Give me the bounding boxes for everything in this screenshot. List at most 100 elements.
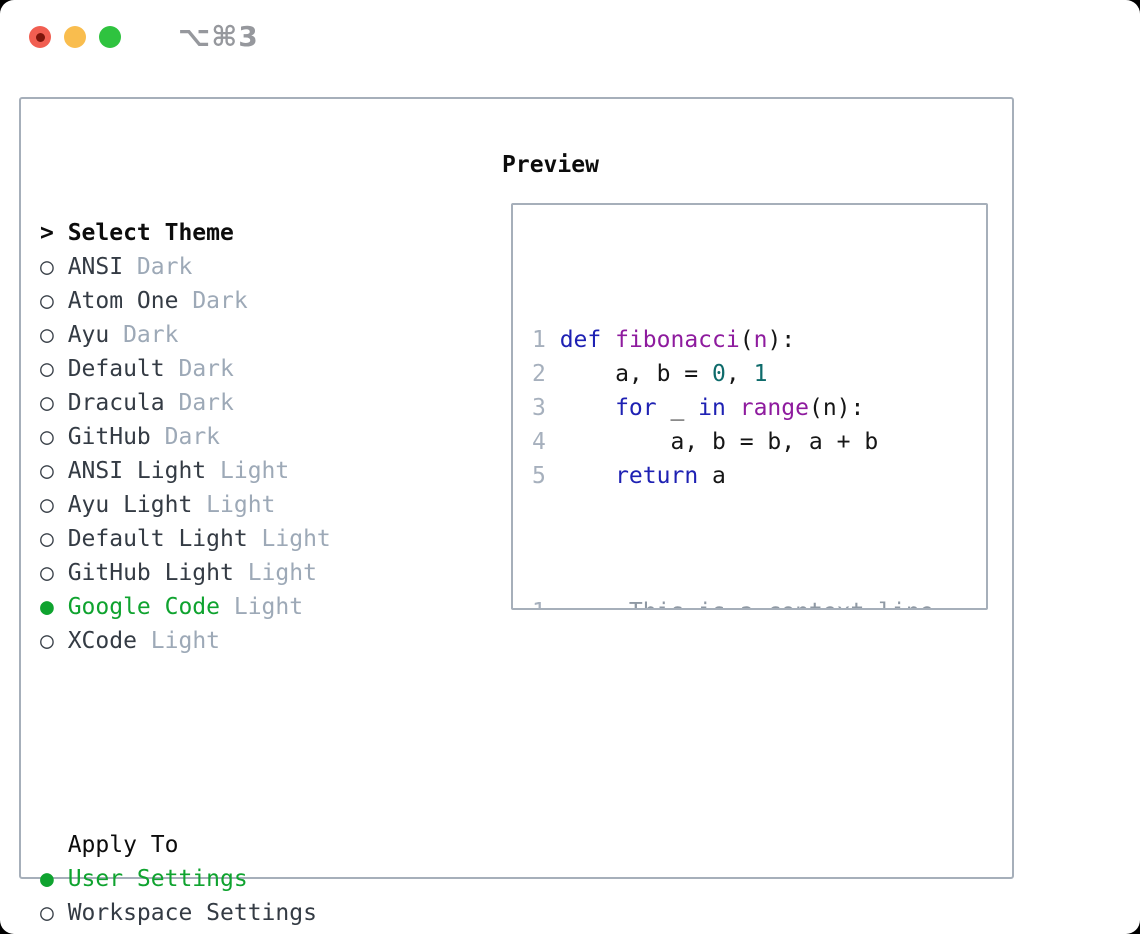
theme-name: Default <box>67 356 165 382</box>
token-fn: range <box>739 395 809 421</box>
theme-option-github-light-light[interactable]: ○ GitHub Light Light <box>40 556 460 590</box>
spacer <box>40 726 460 760</box>
titlebar: ⌥⌘3 <box>29 20 259 53</box>
radio-icon: ○ <box>40 356 54 382</box>
code-line: 5 return a <box>532 459 986 493</box>
theme-name: GitHub Light <box>67 560 234 586</box>
token-num: 0 <box>712 361 726 387</box>
theme-name: Atom One <box>67 288 179 314</box>
theme-variant-label: Light <box>206 492 276 518</box>
theme-option-dracula-dark[interactable]: ○ Dracula Dark <box>40 386 460 420</box>
token-num: 1 <box>753 361 768 387</box>
theme-variant-label: Dark <box>178 356 234 382</box>
code-text: a, b = b, a + b <box>559 429 879 455</box>
token-plain <box>560 395 615 421</box>
token-kw: def <box>559 327 602 353</box>
token-plain: , <box>725 361 754 387</box>
token-plain: (n): <box>808 395 865 421</box>
line-number: 1 <box>532 595 546 608</box>
token-plain <box>726 395 740 421</box>
window-title: ⌥⌘3 <box>178 20 259 53</box>
theme-option-ansi-light-light[interactable]: ○ ANSI Light Light <box>40 454 460 488</box>
apply-option-label: User Settings <box>67 866 248 892</box>
token-plain: a, b = b, a + b <box>559 429 879 455</box>
token-fn: n <box>753 327 768 353</box>
radio-icon: ○ <box>40 458 54 484</box>
theme-variant-label: Light <box>247 560 317 586</box>
theme-variant-label: Light <box>220 458 290 484</box>
radio-icon: ○ <box>40 492 54 518</box>
theme-name: XCode <box>67 628 137 654</box>
theme-variant-label: Dark <box>164 424 221 450</box>
line-number: 5 <box>532 463 546 489</box>
theme-variant-label: Dark <box>178 390 234 416</box>
theme-name: Dracula <box>67 390 165 416</box>
diff-preview-lines: 1 This is a context line.2 - This line w… <box>532 595 986 608</box>
code-line: 3 for _ in range(n): <box>532 391 986 425</box>
token-plain <box>560 463 615 489</box>
radio-icon: ○ <box>40 322 54 348</box>
token-plain: ( <box>739 327 754 353</box>
theme-variant-label: Light <box>261 526 331 552</box>
code-line: 4 a, b = b, a + b <box>532 425 986 459</box>
theme-name: ANSI <box>67 254 124 280</box>
token-fn: fibonacci <box>615 327 740 353</box>
radio-icon: ○ <box>40 526 54 552</box>
token-plain <box>601 327 615 353</box>
radio-icon: ○ <box>40 628 54 654</box>
apply-to-header: Apply To <box>40 828 460 862</box>
theme-option-github-dark[interactable]: ○ GitHub Dark <box>40 420 460 454</box>
radio-icon: ○ <box>40 560 54 586</box>
theme-name: Google Code <box>67 594 221 620</box>
apply-option-workspace-settings[interactable]: ○ Workspace Settings <box>40 896 460 930</box>
code-text: for _ in range(n): <box>560 395 865 421</box>
record-dot-icon <box>35 32 45 42</box>
code-text: def fibonacci(n): <box>560 327 795 353</box>
apply-option-user-settings[interactable]: ●User Settings <box>40 862 460 896</box>
theme-list-header-label: Select Theme <box>67 220 234 246</box>
radio-icon: ○ <box>40 424 54 450</box>
apply-option-label: Workspace Settings <box>67 900 317 926</box>
line-number: 1 <box>532 327 546 353</box>
theme-list-header: > Select Theme <box>40 216 460 250</box>
theme-option-default-light-light[interactable]: ○ Default Light Light <box>40 522 460 556</box>
line-number: 4 <box>532 429 546 455</box>
line-number: 3 <box>532 395 546 421</box>
cursor-icon: > <box>40 220 54 246</box>
theme-variant-label: Dark <box>192 288 248 314</box>
theme-option-ansi-dark[interactable]: ○ ANSI Dark <box>40 250 460 284</box>
token-plain: ): <box>767 327 796 353</box>
maximize-button[interactable] <box>99 26 121 48</box>
code-text: a, b = 0, 1 <box>559 361 768 387</box>
radio-icon: ○ <box>40 254 54 280</box>
radio-icon: ○ <box>40 390 54 416</box>
radio-icon: ○ <box>40 900 54 926</box>
token-plain: _ <box>656 395 699 421</box>
token-kw: for <box>615 395 657 421</box>
theme-option-atom-one-dark[interactable]: ○ Atom One Dark <box>40 284 460 318</box>
code-line: 2 a, b = 0, 1 <box>532 357 986 391</box>
theme-name: ANSI Light <box>67 458 207 484</box>
close-button[interactable] <box>29 26 51 48</box>
token-plain: a, b = <box>559 361 713 387</box>
minimize-button[interactable] <box>64 26 86 48</box>
theme-variant-label: Dark <box>136 254 193 280</box>
radio-icon: ○ <box>40 288 54 314</box>
theme-name: Default Light <box>67 526 248 552</box>
theme-option-default-dark[interactable]: ○ Default Dark <box>40 352 460 386</box>
line-number: 2 <box>532 361 546 387</box>
token-kw: return <box>615 463 699 489</box>
apply-to-section: Apply To●User Settings ○ Workspace Setting… <box>40 828 460 930</box>
theme-name: GitHub <box>67 424 151 450</box>
theme-name: Ayu <box>67 322 110 348</box>
